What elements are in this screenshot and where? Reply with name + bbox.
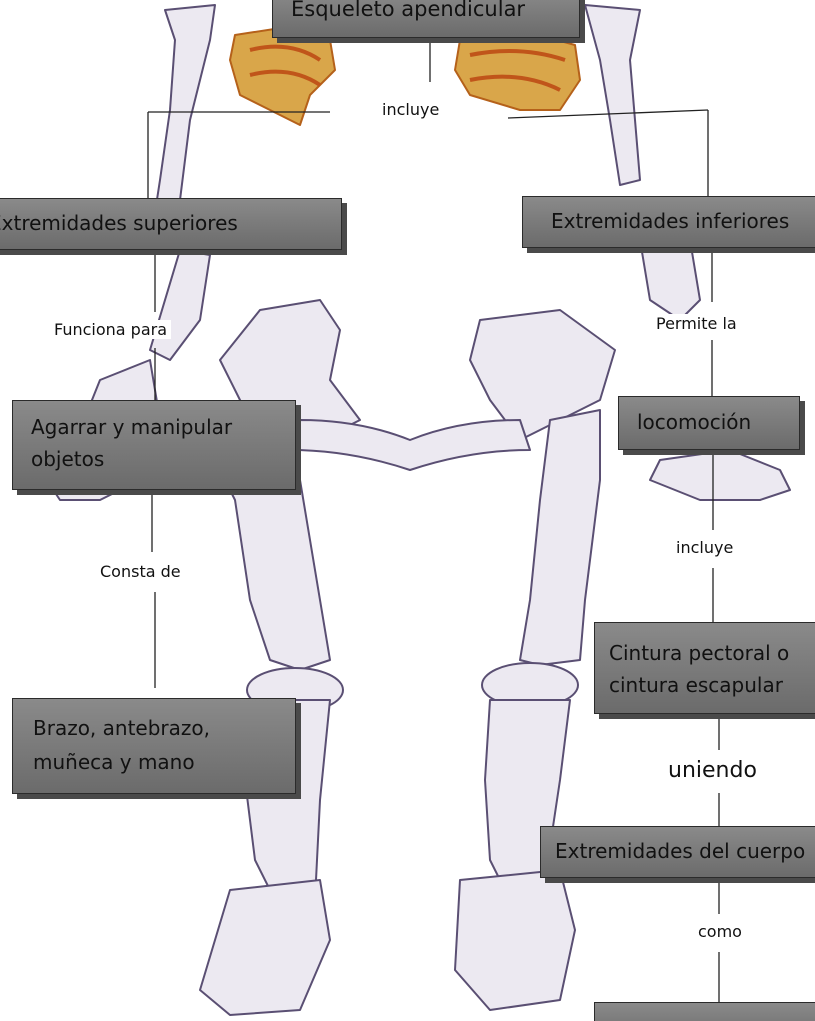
link-incluye-right: incluye — [672, 538, 737, 557]
link-permite-la: Permite la — [652, 314, 741, 333]
link-consta-de: Consta de — [96, 562, 185, 581]
node-esqueleto-apendicular: Esqueleto apendicular — [272, 0, 580, 38]
node-agarrar-manipular-text: Agarrar y manipular objetos — [31, 415, 232, 471]
node-bottom-right — [594, 1002, 815, 1021]
node-extremidades-inferiores: Extremidades inferiores — [522, 196, 815, 248]
node-cintura-pectoral-text: Cintura pectoral o cintura escapular — [609, 641, 789, 697]
link-funciona-para: Funciona para — [50, 320, 171, 339]
link-uniendo: uniendo — [664, 758, 761, 783]
node-locomocion-text: locomoción — [637, 410, 751, 434]
node-extremidades-cuerpo-text: Extremidades del cuerpo — [555, 839, 805, 863]
node-agarrar-manipular: Agarrar y manipular objetos — [12, 400, 296, 490]
node-extremidades-cuerpo: Extremidades del cuerpo — [540, 826, 815, 878]
node-locomocion: locomoción — [618, 396, 800, 450]
node-extremidades-superiores: Extremidades superiores — [0, 198, 342, 250]
node-extremidades-inferiores-text: Extremidades inferiores — [551, 209, 789, 233]
link-incluye-root: incluye — [378, 100, 443, 119]
node-cintura-pectoral: Cintura pectoral o cintura escapular — [594, 622, 815, 714]
link-como: como — [694, 922, 746, 941]
node-brazo-antebrazo: Brazo, antebrazo, muñeca y mano — [12, 698, 296, 794]
node-esqueleto-apendicular-text: Esqueleto apendicular — [291, 0, 525, 21]
node-extremidades-superiores-text: Extremidades superiores — [0, 211, 238, 235]
node-brazo-antebrazo-text: Brazo, antebrazo, muñeca y mano — [33, 716, 210, 774]
